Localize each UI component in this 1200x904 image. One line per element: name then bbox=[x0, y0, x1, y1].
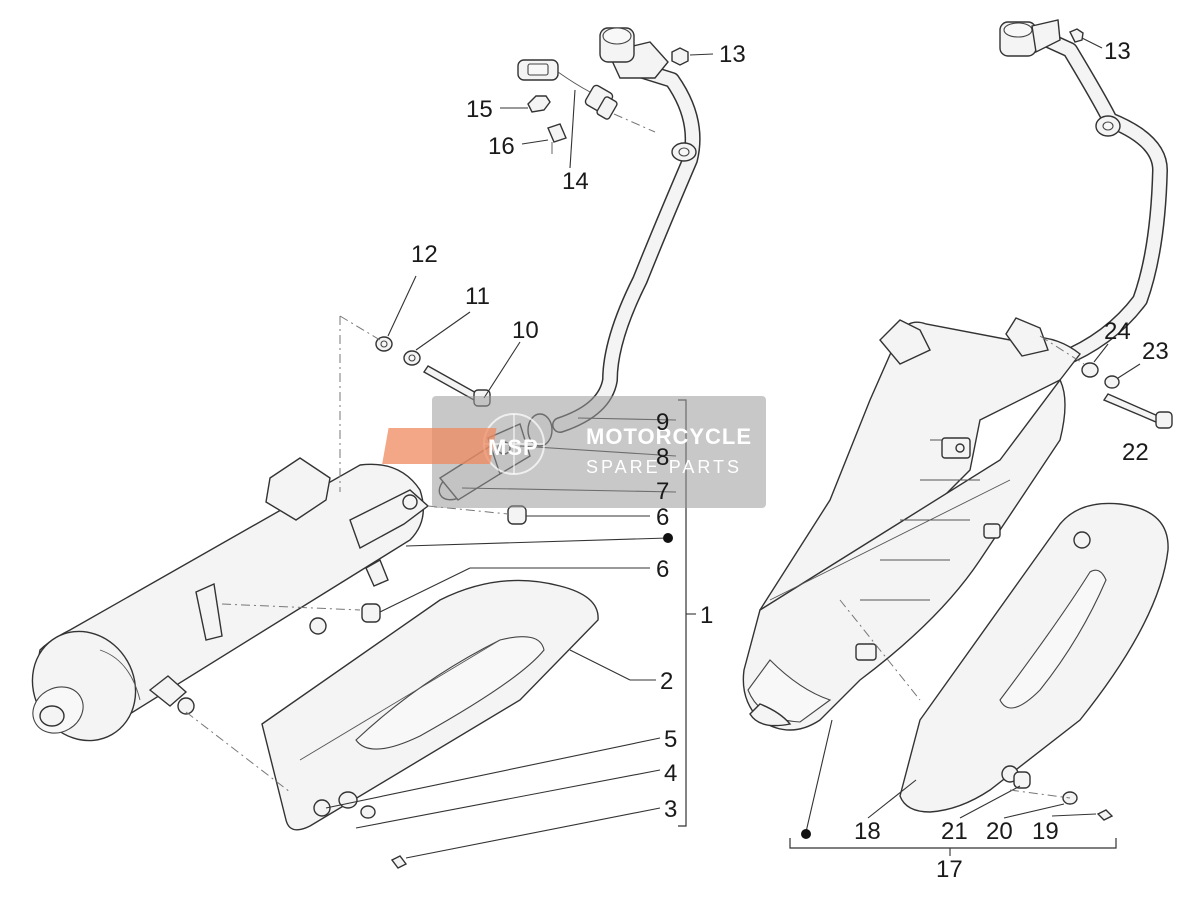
callout-19: 19 bbox=[1032, 818, 1059, 845]
callout-7: 7 bbox=[656, 478, 669, 505]
reference-dot-right bbox=[801, 829, 811, 839]
muffler-right bbox=[742, 317, 1081, 731]
callout-1: 1 bbox=[700, 602, 713, 629]
callout-5: 5 bbox=[664, 726, 677, 753]
callout-24: 24 bbox=[1104, 318, 1131, 345]
screw-19 bbox=[1051, 809, 1114, 821]
washer-23 bbox=[1104, 363, 1141, 389]
screw-3 bbox=[390, 807, 661, 869]
callout-14: 14 bbox=[562, 168, 589, 195]
callout-6-lower: 6 bbox=[656, 556, 669, 583]
callout-9: 9 bbox=[656, 409, 669, 436]
callout-13-left: 13 bbox=[719, 41, 746, 68]
watermark-line-1: MOTORCYCLE bbox=[586, 424, 752, 449]
header-pipe-right bbox=[999, 19, 1168, 368]
callout-17: 17 bbox=[936, 856, 963, 883]
callout-2: 2 bbox=[660, 668, 673, 695]
washer-20 bbox=[1003, 791, 1078, 819]
callout-22: 22 bbox=[1122, 439, 1149, 466]
watermark-logo: MSP bbox=[382, 413, 545, 475]
muffler-left bbox=[31, 457, 430, 742]
heat-shield-left bbox=[261, 579, 656, 831]
reference-dot-left bbox=[663, 533, 673, 543]
rubber-6-lower bbox=[361, 567, 650, 623]
watermark: MSP MOTORCYCLE SPARE PARTS bbox=[382, 396, 766, 508]
right-assembly bbox=[742, 19, 1173, 856]
callout-20: 20 bbox=[986, 818, 1013, 845]
clip-15 bbox=[500, 95, 551, 113]
callout-8: 8 bbox=[656, 444, 669, 471]
washer-24 bbox=[1081, 343, 1109, 378]
washer-12 bbox=[375, 275, 417, 352]
nut-13-left bbox=[671, 47, 714, 66]
rubber-6-upper bbox=[507, 505, 650, 525]
callout-16: 16 bbox=[488, 133, 515, 160]
washer-4 bbox=[355, 769, 661, 829]
callout-15: 15 bbox=[466, 96, 493, 123]
callout-labels: 13 13 15 16 14 12 11 10 9 8 7 6 6 1 2 5 … bbox=[411, 38, 1169, 883]
callout-18: 18 bbox=[854, 818, 881, 845]
callout-6-upper: 6 bbox=[656, 504, 669, 531]
callout-11: 11 bbox=[465, 283, 490, 310]
watermark-logo-letters: MSP bbox=[488, 435, 539, 460]
callout-12: 12 bbox=[411, 241, 438, 268]
clip-16 bbox=[521, 123, 567, 154]
watermark-box bbox=[432, 396, 766, 508]
callout-4: 4 bbox=[664, 760, 677, 787]
callout-3: 3 bbox=[664, 796, 677, 823]
callout-21: 21 bbox=[941, 818, 968, 845]
heat-shield-right bbox=[867, 502, 1169, 819]
callout-10: 10 bbox=[512, 317, 539, 344]
watermark-line-2: SPARE PARTS bbox=[586, 457, 742, 477]
lambda-sensor bbox=[517, 59, 656, 169]
washer-11 bbox=[403, 311, 471, 366]
callout-13-right: 13 bbox=[1104, 38, 1131, 65]
rubber-21 bbox=[959, 771, 1031, 819]
callout-23: 23 bbox=[1142, 338, 1169, 365]
bolt-22 bbox=[1102, 393, 1173, 429]
rubber-5 bbox=[325, 737, 661, 809]
header-pipe-left bbox=[527, 27, 701, 447]
group-17-bracket bbox=[789, 838, 1117, 849]
